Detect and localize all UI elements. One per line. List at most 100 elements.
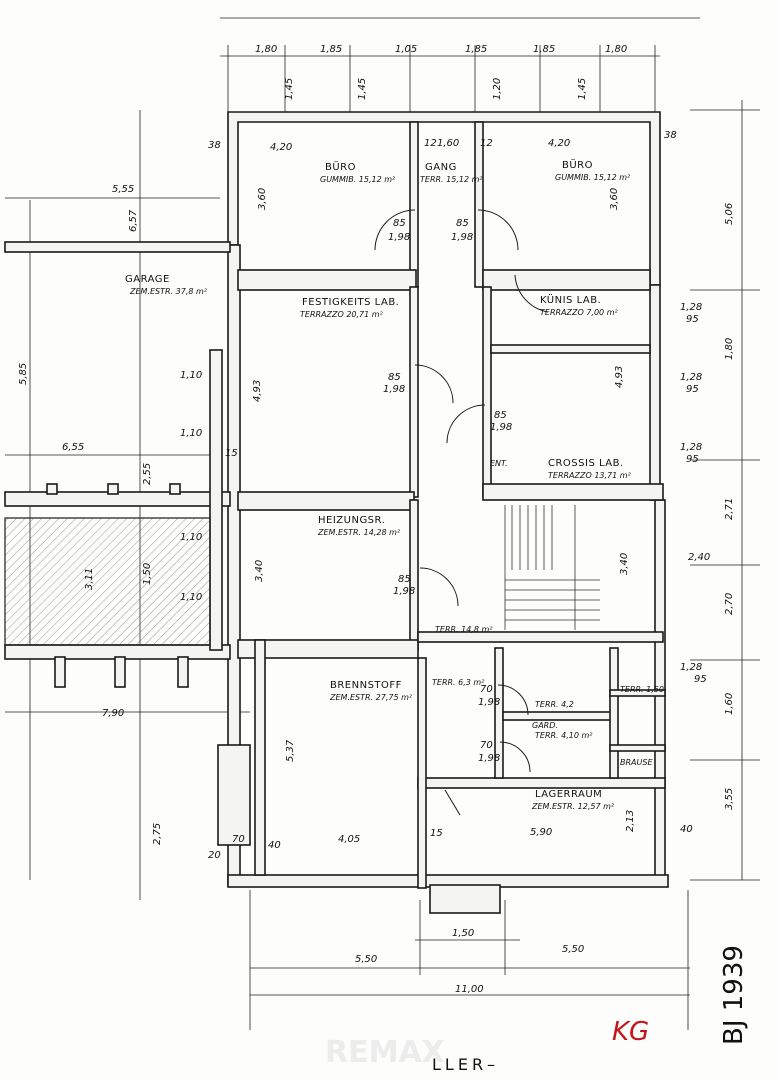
dim-right-2: 1,80 [724, 338, 735, 360]
dim-m21: 1,10 [180, 532, 202, 543]
dim-m43: 15 [225, 448, 238, 459]
dim-m36: 1,98 [451, 232, 473, 243]
dim-m49: 1,98 [478, 697, 500, 708]
dim-garage-2: 6,57 [128, 209, 139, 232]
dim-m51: 95 [686, 314, 699, 325]
dim-top-2: 1,85 [320, 44, 342, 55]
room-garage-sub: ZEM.ESTR. 37,8 m² [129, 287, 208, 296]
room-heizung-name: HEIZUNGSR. [318, 515, 385, 526]
dim-m9: 3,40 [619, 553, 630, 575]
dim-top-5: 1,85 [533, 44, 555, 55]
dim-m32: 1,98 [393, 586, 415, 597]
year-stamp: BJ 1939 [719, 945, 749, 1045]
dim-m41: 40 [268, 840, 281, 851]
dim-m13: 2,13 [625, 810, 636, 832]
dim-m48: 70 [480, 740, 493, 751]
dim-m3: 1,60 [437, 138, 459, 149]
dim-m46: 70 [232, 834, 245, 845]
area-ent: ENT. [490, 459, 508, 468]
watermark: REMAX [325, 1035, 445, 1070]
dim-m53: 95 [686, 454, 699, 465]
dim-m8: 3,40 [254, 560, 265, 582]
staircase [504, 505, 600, 630]
dim-bottom-3: 5,50 [562, 944, 584, 955]
area-terr-148: TERR. 14,8 m² [435, 625, 493, 634]
area-terr-42: TERR. 4,2 [535, 700, 574, 709]
dim-m6: 4,93 [252, 380, 263, 402]
room-buero-right-sub: GUMMIB. 15,12 m² [555, 173, 631, 182]
room-brennstoff-sub: ZEM.ESTR. 27,75 m² [329, 693, 413, 702]
dim-m2: 3,60 [257, 188, 268, 210]
dim-garage-4: 6,55 [62, 442, 84, 453]
dim-m20: 1,10 [180, 428, 202, 439]
room-heizung-sub: ZEM.ESTR. 14,28 m² [317, 528, 401, 537]
room-lagerraum-sub: ZEM.ESTR. 12,57 m² [531, 802, 615, 811]
dim-m42: 40 [680, 824, 693, 835]
dim-right-6: 3,55 [724, 788, 735, 810]
dim-right-5: 1,60 [724, 693, 735, 715]
dim-m4: 4,20 [548, 138, 570, 149]
dim-m55: 1,45 [284, 78, 295, 100]
room-garage-name: GARAGE [125, 274, 170, 285]
dim-m22: 1,10 [180, 592, 202, 603]
room-lagerraum-name: LAGERRAUM [535, 789, 602, 800]
dim-m54: 95 [694, 674, 707, 685]
dim-m1: 4,20 [270, 142, 292, 153]
dim-right-3: 2,71 [724, 498, 735, 520]
dim-m47: 70 [480, 684, 493, 695]
dim-m18: 2,40 [688, 552, 710, 563]
dim-m57: 1,45 [577, 78, 588, 100]
area-terr-63: TERR. 6,3 m² [432, 678, 485, 687]
room-kuenis-sub: TERRAZZO 7,00 m² [540, 308, 618, 317]
dim-garage-3: 5,85 [18, 363, 29, 385]
dim-m7: 4,93 [614, 366, 625, 388]
dim-m35: 85 [456, 218, 469, 229]
dim-m34: 1,98 [388, 232, 410, 243]
dim-bottom-2: 1,50 [452, 928, 474, 939]
dim-garage-1: 5,55 [112, 184, 134, 195]
dim-m56: 1,45 [357, 78, 368, 100]
area-brause: BRAUSE [620, 758, 653, 767]
dim-m50: 1,98 [478, 753, 500, 764]
room-brennstoff-name: BRENNSTOFF [330, 680, 402, 691]
dim-m29: 85 [494, 410, 507, 421]
dim-top-1: 1,80 [255, 44, 277, 55]
dim-right-4: 2,70 [724, 593, 735, 615]
dim-top-6: 1,80 [605, 44, 627, 55]
dim-m5: 3,60 [609, 188, 620, 210]
dim-m31: 85 [398, 574, 411, 585]
dim-m38: 38 [664, 130, 677, 141]
room-crossis-name: CROSSIS LAB. [548, 458, 624, 469]
room-crossis-sub: TERRAZZO 13,71 m² [548, 471, 632, 480]
dim-m45: 20 [208, 850, 221, 861]
dim-m15: 1,50 [142, 563, 153, 585]
dim-m58: 1,20 [492, 78, 503, 100]
dim-m44: 15 [430, 828, 443, 839]
dim-top-3: 1,05 [395, 44, 417, 55]
room-kuenis-name: KÜNIS LAB. [540, 293, 601, 306]
dim-m28: 1,98 [383, 384, 405, 395]
area-terr-41: TERR. 4,10 m² [535, 731, 593, 740]
dim-m19: 1,10 [180, 370, 202, 381]
dim-m11: 4,05 [338, 834, 360, 845]
dim-m52: 95 [686, 384, 699, 395]
dim-m30: 1,98 [490, 422, 512, 433]
dim-bottom-total: 11,00 [455, 984, 484, 995]
room-buero-left-sub: GUMMIB. 15,12 m² [320, 175, 396, 184]
dim-right-1: 5,06 [724, 203, 735, 225]
floor-mark-kg: KG [612, 1017, 649, 1047]
dim-m37: 38 [208, 140, 221, 151]
sheet-caption: LLER– [432, 1055, 499, 1074]
dim-m33: 85 [393, 218, 406, 229]
dim-m12: 5,90 [530, 827, 552, 838]
dim-m25: 1,28 [680, 442, 702, 453]
room-gang-sub: TERR. 15,12 m² [420, 175, 483, 184]
room-festigkeits-name: FESTIGKEITS LAB. [302, 297, 399, 308]
area-terr-15: TERR. 1,50 [620, 685, 664, 694]
dim-m10: 5,37 [285, 739, 296, 762]
dim-m26: 1,28 [680, 662, 702, 673]
dim-m27: 85 [388, 372, 401, 383]
dim-top-4: 1,85 [465, 44, 487, 55]
dim-m16: 2,55 [142, 463, 153, 485]
